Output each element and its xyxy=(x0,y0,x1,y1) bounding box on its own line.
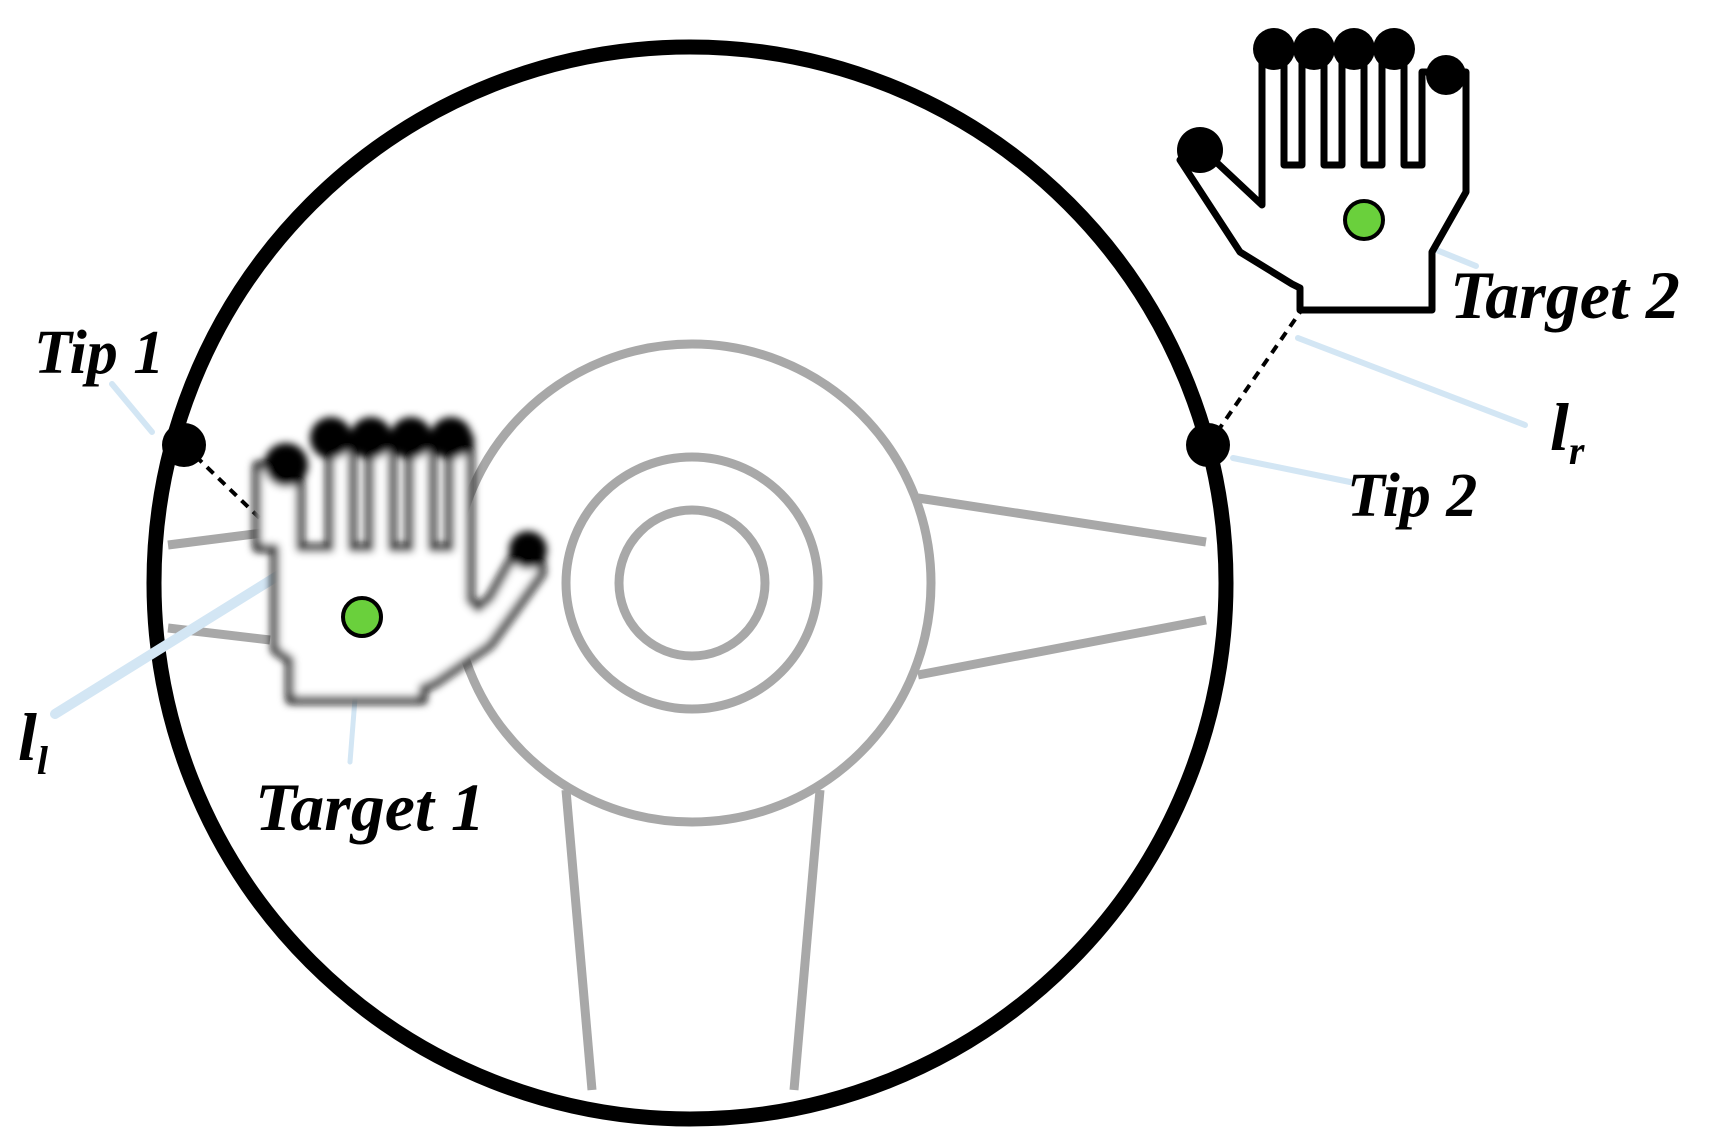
l-left-label: ll xyxy=(18,699,49,783)
target2-label: Target 2 xyxy=(1450,257,1680,333)
tip2-leader xyxy=(1230,455,1353,485)
tip1-point xyxy=(162,423,206,467)
l-right-leader xyxy=(1295,335,1528,428)
wheel-hub-middle xyxy=(561,452,823,714)
wheel-hub-inner xyxy=(614,505,770,661)
target1-point xyxy=(341,596,383,638)
tip2-label: Tip 2 xyxy=(1347,462,1477,530)
wheel-rim xyxy=(146,39,1234,1127)
l-right-sub: r xyxy=(1569,428,1585,473)
l-left-main: l xyxy=(18,699,37,775)
tip1-leader xyxy=(109,381,155,435)
target1-label: Target 1 xyxy=(255,769,485,845)
target2-point xyxy=(1343,199,1385,241)
l-right-main: l xyxy=(1550,389,1569,465)
l-right-label: lr xyxy=(1550,389,1585,473)
hand-icon-right xyxy=(1176,28,1470,314)
l-left-sub: l xyxy=(37,738,49,783)
tip2-point xyxy=(1186,423,1230,467)
tip1-label: Tip 1 xyxy=(34,319,164,387)
l-left-leader xyxy=(50,565,292,719)
hand-icon-left xyxy=(253,417,547,704)
